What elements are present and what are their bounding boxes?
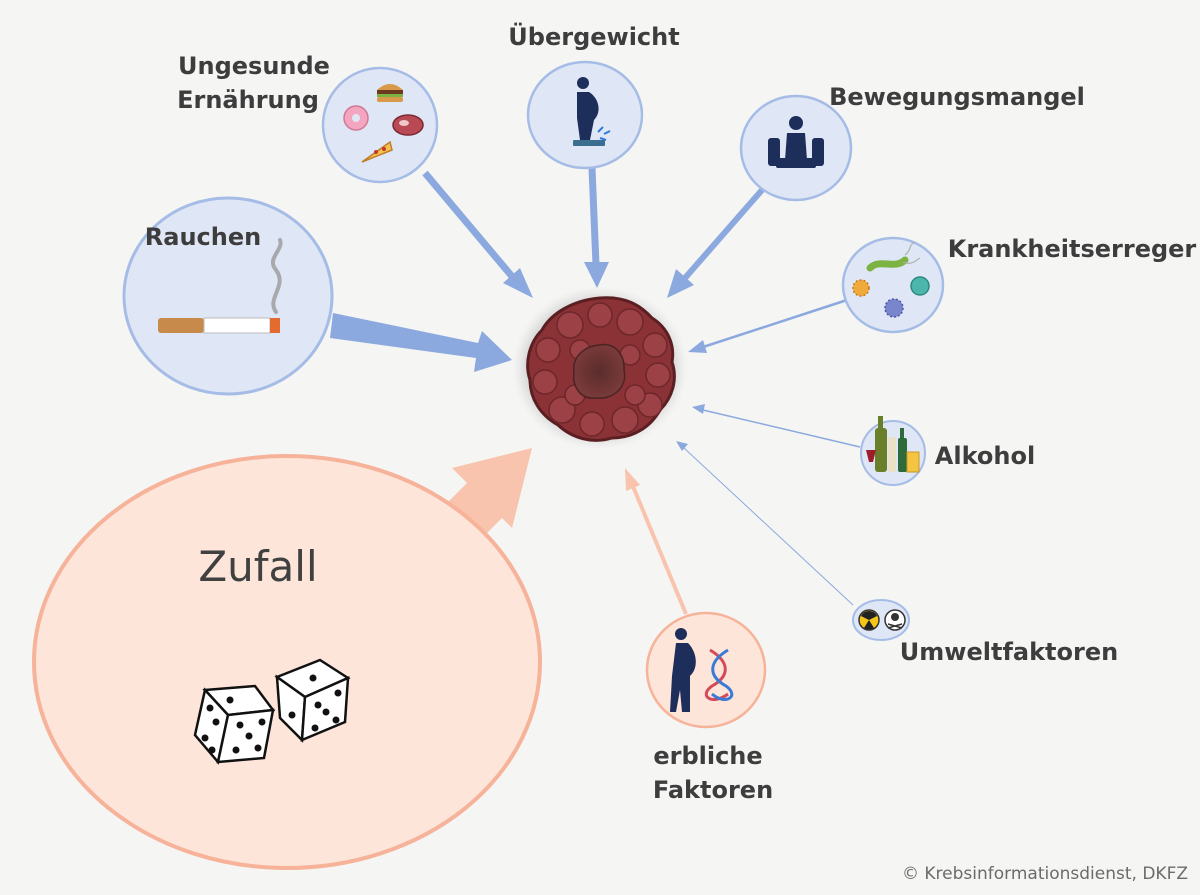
arrow-alkohol-line [702, 409, 861, 448]
factor-erreger: Krankheitserreger [841, 235, 1197, 334]
factor-umwelt: Umweltfaktoren [852, 599, 1118, 666]
arrow-uebergewicht-head [584, 262, 609, 288]
arrow-erblich-line [630, 483, 688, 615]
copyright: © Krebsinformationsdienst, DKFZ [902, 864, 1188, 884]
factor-rauchen: Rauchen [122, 196, 334, 396]
arrow-erreger-head [688, 340, 707, 353]
zufall-bubble [32, 454, 542, 870]
erreger-bubble [841, 236, 945, 334]
alkohol-label: Alkohol [935, 442, 1035, 470]
factor-alkohol: Alkohol [860, 416, 1035, 486]
erblich-label-line1: erbliche [653, 742, 762, 770]
erblich-label-line2: Faktoren [653, 776, 773, 804]
factor-erblich: erbliche Faktoren [645, 611, 773, 804]
rauchen-label: Rauchen [145, 223, 261, 251]
arrow-ernaehrung-line [422, 170, 518, 283]
arrow-uebergewicht-line [588, 167, 600, 266]
arrow-alkohol-head [692, 404, 705, 414]
overweight-person-icon [573, 77, 611, 146]
erblich-bubble [645, 611, 767, 729]
umwelt-label: Umweltfaktoren [900, 638, 1118, 666]
ernaehrung-label-line2: Ernährung [177, 86, 319, 114]
ernaehrung-bubble [321, 66, 439, 184]
bewegung-label: Bewegungsmangel [829, 83, 1085, 111]
factor-ernaehrung: Ungesunde Ernährung [177, 52, 439, 184]
arrow-erreger-line [699, 298, 848, 350]
factor-zufall: Zufall [32, 454, 542, 870]
arrow-zufall [440, 448, 532, 540]
uebergewicht-label: Übergewicht [508, 21, 679, 51]
arrow-bewegung-head [667, 269, 694, 298]
erreger-label: Krankheitserreger [948, 235, 1197, 263]
tumor-icon [512, 286, 688, 450]
arrow-umwelt-line [683, 447, 854, 606]
radiation-toxic-icon [858, 609, 906, 631]
arrow-bewegung-line [682, 188, 765, 280]
pathogens-icon [852, 241, 930, 318]
arrow-ernaehrung-head [503, 268, 533, 298]
cigarette-icon [158, 238, 283, 334]
arrow-erblich-head [625, 468, 640, 491]
dice-icon [193, 658, 351, 765]
bottles-icon [866, 416, 920, 473]
factor-uebergewicht: Übergewicht [508, 21, 680, 170]
factor-bewegung: Bewegungsmangel [739, 83, 1085, 202]
sitting-person-icon [768, 116, 824, 168]
ernaehrung-label-line1: Ungesunde [178, 52, 330, 80]
food-icon [343, 84, 424, 163]
arrow-umwelt-head [676, 441, 688, 451]
zufall-label: Zufall [198, 542, 317, 591]
arrow-rauchen [330, 313, 512, 372]
pregnant-dna-icon [670, 628, 734, 712]
